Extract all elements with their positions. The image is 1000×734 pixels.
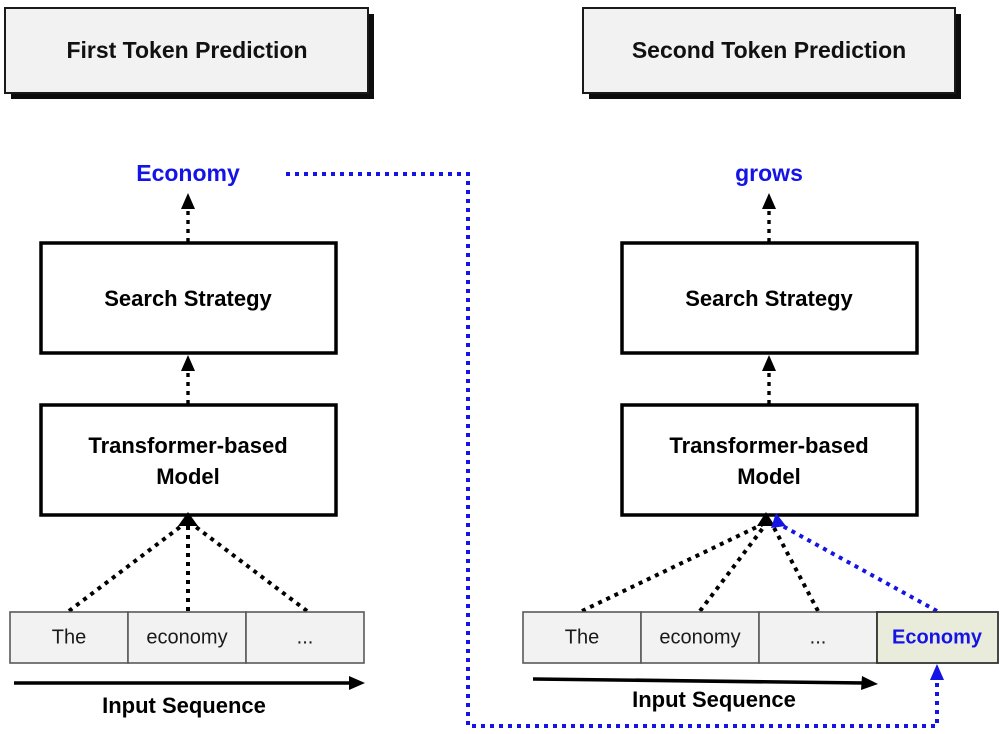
transformer-model-label-line2-second: Model (737, 464, 801, 489)
output-token-first: Economy (136, 160, 240, 186)
arrowhead-output-first (181, 193, 195, 209)
search-strategy-label-second: Search Strategy (685, 286, 853, 311)
arrow-search-to-output-second (762, 193, 776, 242)
arrowhead-output-second (762, 193, 776, 209)
header-box-second (582, 7, 956, 94)
token-cell-the-second[interactable]: The (522, 611, 642, 664)
feedback-path-economy (286, 172, 944, 728)
token-cell-economy-first[interactable]: economy (127, 611, 247, 664)
search-strategy-rect-second (620, 241, 919, 355)
search-strategy-label-first: Search Strategy (104, 286, 272, 311)
input-sequence-arrowhead-second (861, 676, 878, 690)
feedback-arrowhead (930, 664, 944, 680)
arrowhead-model-input-first (178, 512, 198, 526)
arrowhead-model-input-second (757, 512, 775, 526)
stage-box-search-strategy-second: Search Strategy (620, 241, 919, 355)
token-cell-ellipsis-first[interactable]: ... (245, 611, 365, 664)
arrowhead-search-first (181, 355, 195, 371)
input-sequence-caption-first: Input Sequence (102, 693, 266, 718)
arrow-model-to-search-first (181, 355, 195, 404)
transformer-model-label-line2-first: Model (156, 464, 220, 489)
token-label-1-first: economy (146, 626, 227, 648)
token-sequence-first: The economy ... (9, 611, 365, 664)
search-strategy-rect-first (39, 241, 338, 355)
transformer-model-rect-first (39, 403, 338, 517)
transformer-model-label-line1-first: Transformer-based (88, 433, 287, 458)
token-label-2-second: ... (810, 626, 827, 648)
panel-second-token-prediction: Second Token Prediction grows Search Str… (522, 7, 999, 712)
token-cell-the-first[interactable]: The (9, 611, 129, 664)
stage-box-transformer-model-first: Transformer-based Model (39, 403, 338, 517)
panel-first-token-prediction: First Token Prediction Economy Search St… (4, 7, 374, 718)
input-sequence-axis-first: Input Sequence (14, 676, 365, 718)
token-cell-ellipsis-second[interactable]: ... (758, 611, 878, 664)
transformer-model-rect-second (620, 403, 919, 517)
token-cell-predicted-economy-second[interactable]: Economy (876, 611, 999, 664)
arrow-search-to-output-first (181, 193, 195, 242)
token-label-2-first: ... (297, 626, 314, 648)
panel-header-first: First Token Prediction (4, 7, 374, 99)
header-box-first (4, 7, 369, 94)
arrowhead-search-second (762, 355, 776, 371)
transformer-model-label-line1-second: Transformer-based (669, 433, 868, 458)
token-label-3-second: Economy (892, 626, 983, 648)
arrow-model-to-search-second (762, 355, 776, 404)
token-fan-first (67, 512, 309, 613)
panel-header-label-first: First Token Prediction (66, 37, 307, 63)
panel-header-second: Second Token Prediction (582, 7, 961, 99)
stage-box-search-strategy-first: Search Strategy (39, 241, 338, 355)
panel-header-label-second: Second Token Prediction (632, 37, 906, 63)
token-label-0-second: The (565, 626, 599, 648)
stage-box-transformer-model-second: Transformer-based Model (620, 403, 919, 517)
input-sequence-arrowhead-first (349, 676, 365, 690)
token-label-1-second: economy (659, 626, 740, 648)
arrowhead-model-input-highlight-second (771, 513, 786, 528)
token-sequence-second: The economy ... Economy (522, 611, 999, 664)
output-token-second: grows (735, 160, 803, 186)
token-cell-economy-second[interactable]: economy (640, 611, 760, 664)
input-sequence-axis-second: Input Sequence (532, 676, 878, 712)
token-fan-second (581, 512, 938, 613)
token-label-0-first: The (52, 626, 86, 648)
input-sequence-caption-second: Input Sequence (632, 687, 796, 712)
